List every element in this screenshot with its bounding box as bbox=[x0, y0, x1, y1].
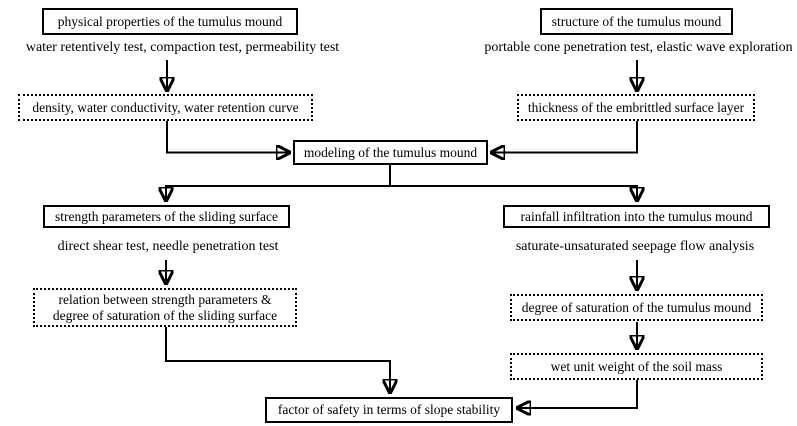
relation-line-2: degree of saturation of the sliding surf… bbox=[52, 307, 278, 323]
box-degree-of-saturation: degree of saturation of the tumulus moun… bbox=[510, 294, 763, 321]
box-density-outputs: density, water conductivity, water reten… bbox=[18, 94, 313, 121]
text-seepage-analysis: saturate-unsaturated seepage flow analys… bbox=[515, 239, 755, 254]
box-modeling: modeling of the tumulus mound bbox=[293, 140, 488, 165]
box-structure: structure of the tumulus mound bbox=[540, 8, 733, 35]
text-structure-tests: portable cone penetration test, elastic … bbox=[484, 40, 793, 55]
box-rainfall-infiltration: rainfall infiltration into the tumulus m… bbox=[503, 205, 770, 228]
box-strength-saturation-relation: relation between strength parameters & d… bbox=[33, 288, 297, 327]
box-wet-unit-weight: wet unit weight of the soil mass bbox=[510, 353, 763, 380]
text-physical-tests: water retentively test, compaction test,… bbox=[25, 40, 340, 55]
box-physical-properties: physical properties of the tumulus mound bbox=[42, 8, 298, 35]
arrow-wet-to-factor bbox=[516, 380, 638, 408]
arrow-thickness-to-modeling bbox=[490, 121, 638, 153]
box-strength-parameters: strength parameters of the sliding surfa… bbox=[43, 205, 290, 228]
box-embrittled-thickness: thickness of the embrittled surface laye… bbox=[517, 94, 755, 121]
box-factor-of-safety: factor of safety in terms of slope stabi… bbox=[265, 397, 513, 423]
arrow-density-to-modeling bbox=[166, 121, 291, 153]
relation-line-1: relation between strength parameters & bbox=[58, 291, 272, 307]
text-strength-tests: direct shear test, needle penetration te… bbox=[57, 239, 279, 254]
arrow-relation-to-factor bbox=[165, 327, 390, 394]
